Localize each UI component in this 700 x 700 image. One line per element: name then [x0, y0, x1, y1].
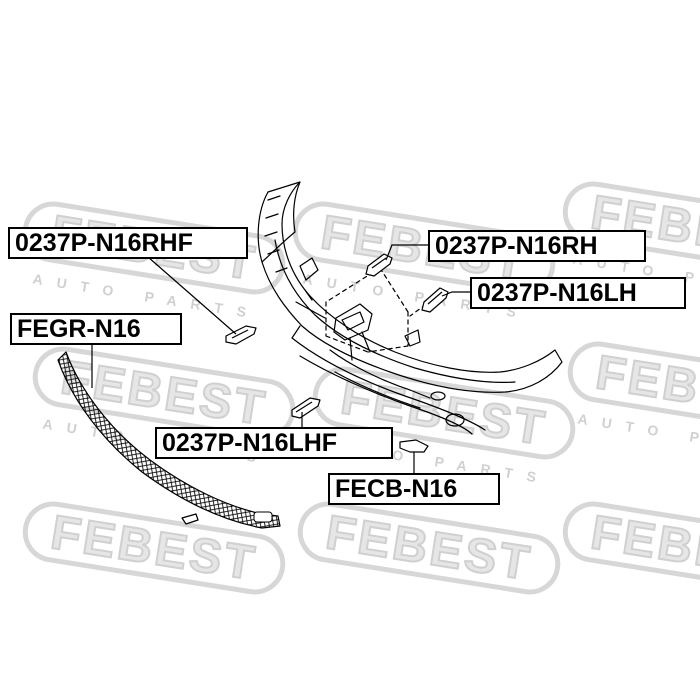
bumper-fog-hole	[430, 391, 446, 401]
bumper-inner-line	[274, 239, 516, 383]
label-fegr-n16: FEGR-N16	[10, 313, 182, 345]
bracket-lhf	[291, 397, 321, 419]
screw-part	[181, 513, 199, 525]
label-0237p-n16lhf: 0237P-N16LHF	[155, 427, 393, 459]
parts-layer	[181, 253, 449, 525]
label-0237p-n16rhf: 0237P-N16RHF	[8, 227, 248, 259]
watermark-logo-6: FEBEST AUTO PARTS	[567, 341, 700, 463]
bracket-lh	[421, 287, 449, 313]
bumper-right-clip	[404, 329, 421, 347]
bumper-center-plate	[333, 303, 373, 341]
bracket-rhf	[225, 325, 257, 345]
bumper-dashed-leaders	[325, 267, 433, 353]
label-0237p-n16lh: 0237P-N16LH	[470, 277, 686, 309]
leader-rh	[385, 244, 430, 261]
watermark-logo-9: FEBEST	[562, 501, 700, 595]
clip-fecb	[399, 439, 429, 453]
watermark-logo-8: FEBEST	[297, 501, 561, 595]
grille-corner-slot	[253, 511, 273, 523]
label-0237p-n16rh: 0237P-N16RH	[428, 230, 646, 262]
leader-lh	[441, 291, 470, 297]
watermark-logo-1: FEBEST AUTO PARTS	[22, 201, 286, 322]
lower-grille-mesh	[57, 351, 281, 529]
bumper-upper-edge	[261, 181, 301, 263]
bumper-lower-band	[291, 325, 486, 435]
label-fecb-n16: FECB-N16	[328, 473, 500, 505]
leader-lines	[91, 244, 470, 474]
bumper-fog-hole-2	[445, 413, 465, 427]
bracket-rh	[365, 253, 393, 277]
bumper-grille-opening	[329, 349, 431, 409]
watermark-tagline-6: AUTO PARTS	[577, 411, 700, 463]
front-bumper-drawing	[257, 181, 563, 435]
bumper-side-strokes	[264, 195, 288, 273]
leader-rhf	[147, 256, 237, 335]
bumper-left-bracket	[295, 257, 326, 319]
bumper-center-stem	[349, 331, 371, 361]
bumper-outer-contour	[257, 181, 563, 393]
